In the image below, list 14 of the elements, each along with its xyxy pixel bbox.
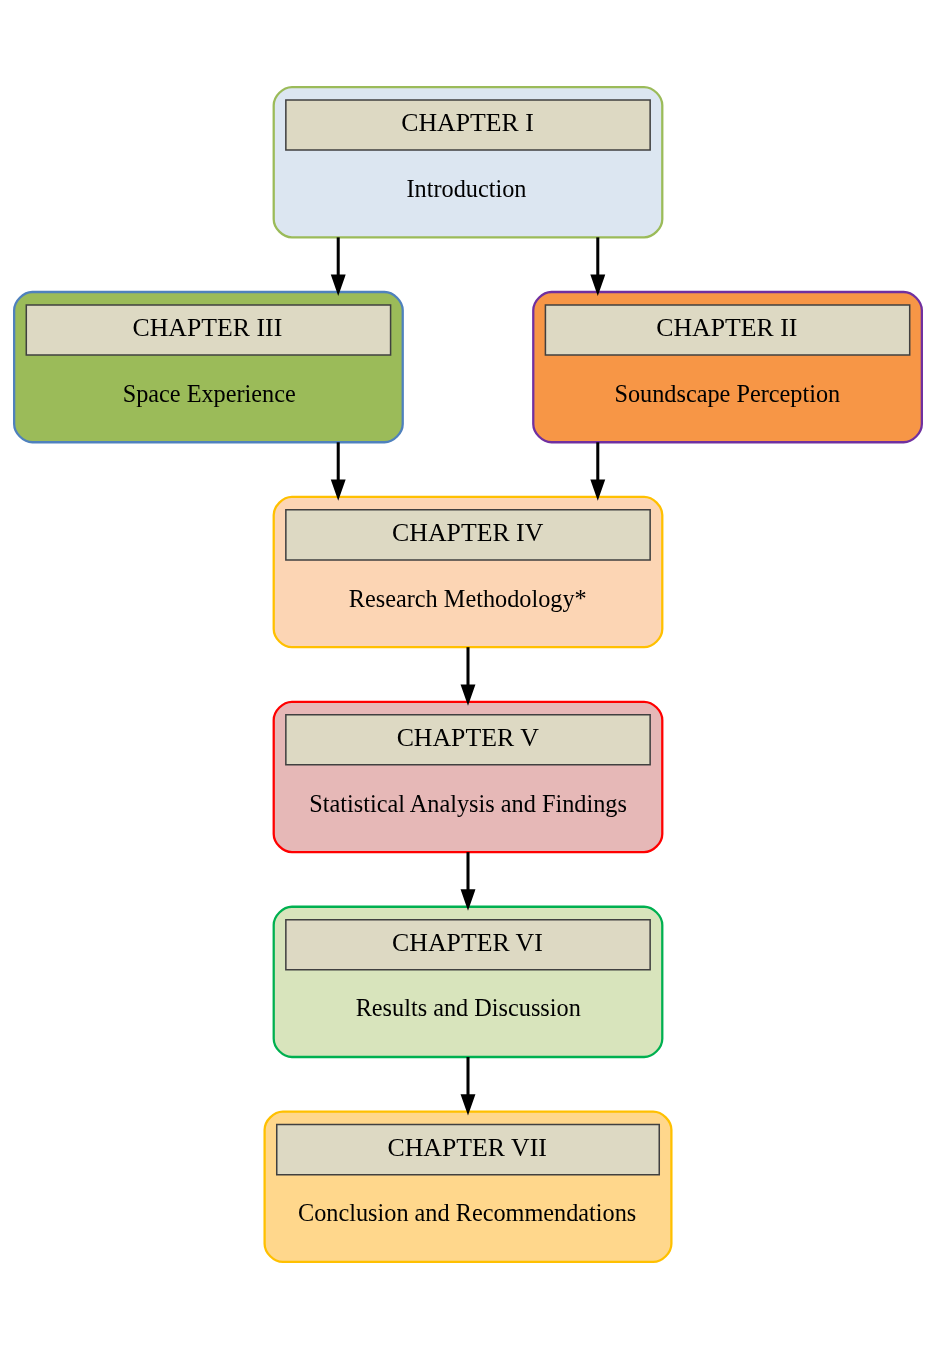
node-box: CHAPTER IV Research Methodology*: [272, 495, 664, 649]
arrow: [590, 442, 606, 501]
arrow: [330, 442, 346, 501]
arrow: [460, 852, 476, 911]
arrow: [330, 237, 346, 296]
arrow: [460, 1057, 476, 1116]
node-box: CHAPTER VI Results and Discussion: [272, 905, 664, 1059]
node-box: CHAPTER III Space Experience: [13, 290, 404, 444]
arrow: [460, 647, 476, 706]
node-box: CHAPTER V Statistical Analysis and Findings: [272, 700, 664, 854]
arrow: [590, 237, 606, 296]
node-box: CHAPTER II Soundscape Perception: [532, 290, 923, 444]
node-box: CHAPTER I Introduction: [272, 85, 664, 239]
node-box: CHAPTER VII Conclusion and Recommendations: [263, 1110, 673, 1264]
